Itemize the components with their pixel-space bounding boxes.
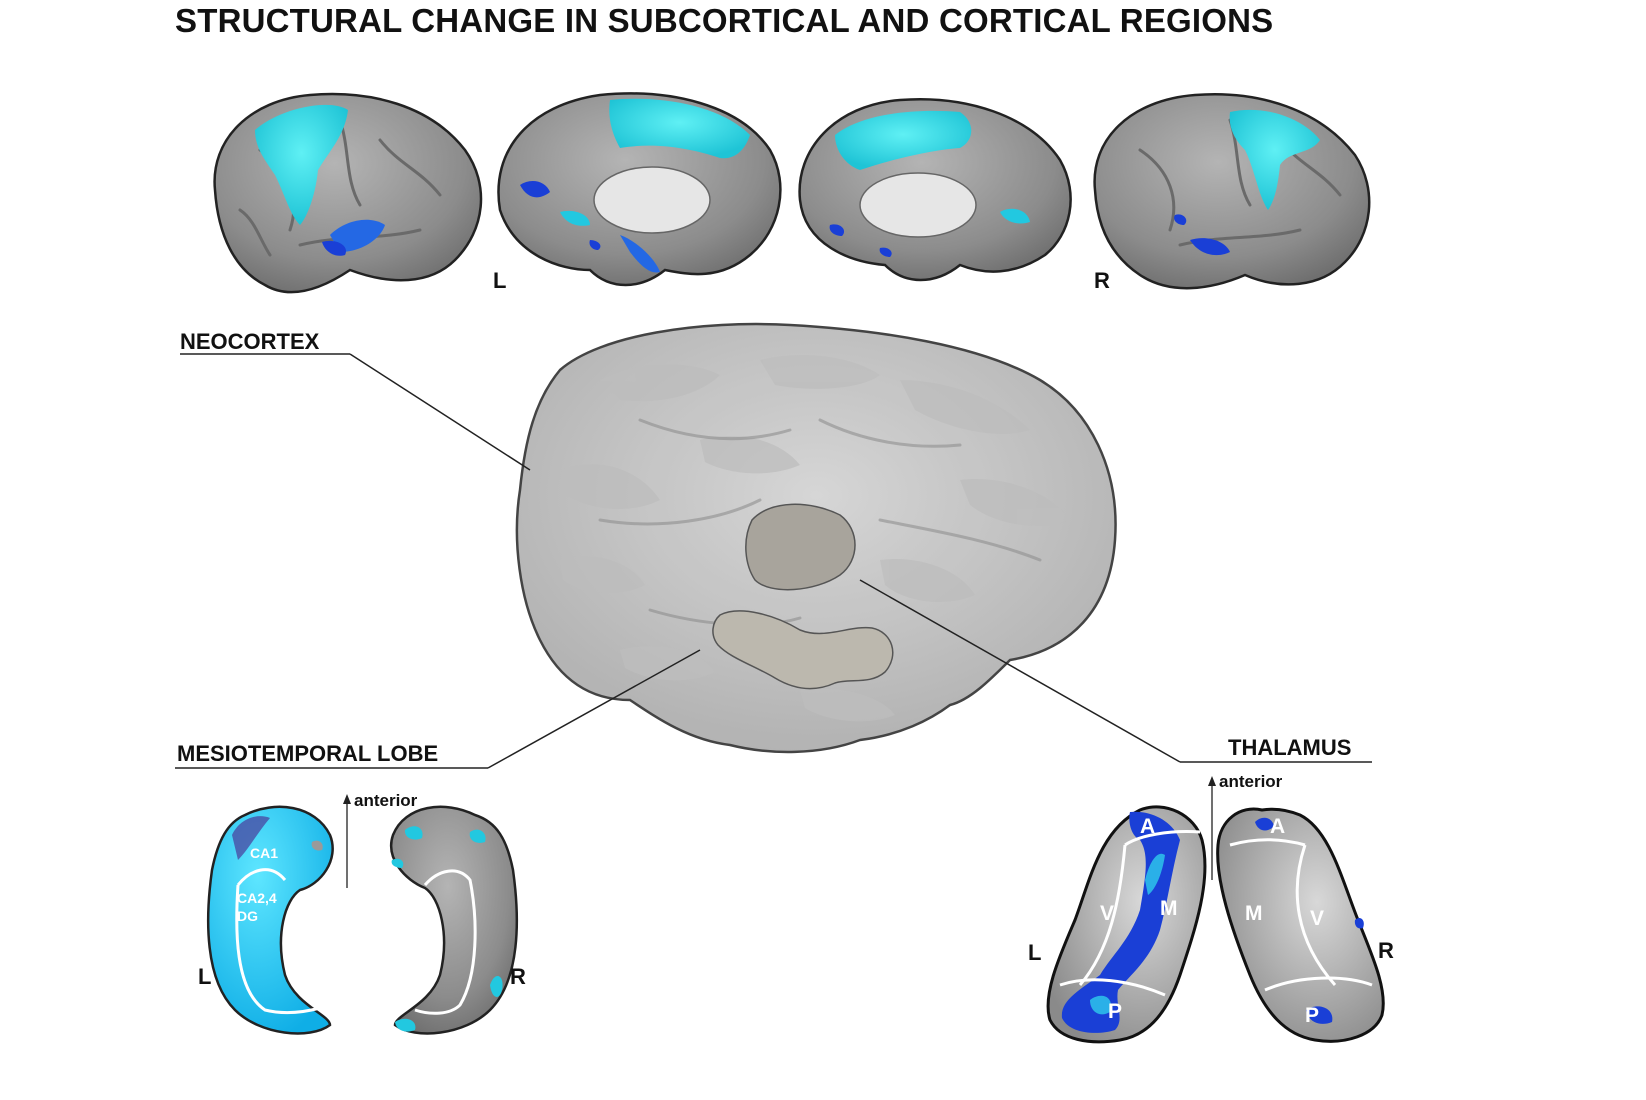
effect-cluster	[609, 98, 750, 159]
label-neocortex: NEOCORTEX	[180, 329, 320, 354]
effect-cluster	[1174, 214, 1187, 225]
effect-cluster	[589, 240, 601, 250]
effect-cluster	[490, 975, 503, 997]
nucleus-label: A	[1140, 815, 1155, 838]
thalamus-right: A M V P	[1216, 807, 1385, 1043]
effect-cluster	[1306, 1006, 1333, 1024]
cortex-left-medial	[497, 92, 782, 287]
label-ca1: CA1	[250, 845, 278, 861]
effect-cluster	[560, 210, 590, 226]
nucleus-label: P	[1108, 1000, 1122, 1023]
effect-cluster	[879, 247, 892, 257]
gyri-pattern	[560, 355, 1070, 722]
effect-cluster	[330, 219, 385, 252]
label-mesiotemporal-lobe: MESIOTEMPORAL LOBE	[177, 741, 439, 766]
effect-cluster	[829, 224, 845, 236]
figure-title: STRUCTURAL CHANGE IN SUBCORTICAL AND COR…	[175, 2, 1274, 39]
anterior-label-hippocampus: anterior	[354, 791, 418, 810]
nucleus-label: A	[1270, 815, 1285, 838]
label-ca24: CA2,4	[237, 890, 277, 906]
hippocampus-left: CA1 CA2,4 DG	[206, 805, 334, 1035]
nuclei-boundaries	[1059, 830, 1201, 997]
effect-cluster	[391, 858, 404, 868]
nucleus-label: V	[1100, 902, 1114, 925]
nuclei-boundaries	[1229, 838, 1373, 992]
thalamus-left: A V M P	[1046, 805, 1207, 1044]
nucleus-label: P	[1305, 1004, 1319, 1027]
hippocampus-model	[712, 610, 894, 690]
corpus-callosum	[859, 172, 977, 238]
cortex-right-lateral	[1093, 93, 1371, 290]
subfield-boundary	[414, 869, 477, 1015]
cortex-right-medial	[798, 98, 1072, 282]
thalamus-left-label: L	[1028, 940, 1041, 965]
cortex-left-label: L	[493, 268, 506, 293]
effect-cluster	[322, 240, 346, 256]
nucleus-label: M	[1160, 897, 1178, 920]
neocortex-leader	[349, 353, 531, 471]
subfield-boundary	[235, 868, 321, 1015]
hippocampus-right	[390, 805, 519, 1035]
hippocampus-left-label: L	[198, 964, 211, 989]
anterior-label-thalamus: anterior	[1219, 772, 1283, 791]
effect-cluster	[255, 104, 348, 225]
effect-cluster	[835, 110, 972, 170]
effect-cluster	[1354, 917, 1364, 929]
corpus-callosum	[593, 166, 711, 234]
thalamus-leader	[859, 579, 1181, 763]
thalamus-model	[745, 503, 856, 591]
central-brain	[515, 322, 1117, 754]
effect-cluster	[1229, 109, 1320, 210]
leader-lines	[175, 353, 1372, 769]
cortex-left-lateral	[213, 92, 483, 294]
cortex-right-label: R	[1094, 268, 1110, 293]
effect-cluster	[1090, 995, 1111, 1015]
nucleus-label: M	[1245, 902, 1263, 925]
effect-cluster	[1145, 853, 1165, 895]
label-thalamus: THALAMUS	[1228, 735, 1352, 760]
hippocampus-right-label: R	[510, 964, 526, 989]
effect-cluster	[469, 829, 486, 843]
effect-cluster	[620, 235, 660, 273]
label-dg: DG	[237, 908, 258, 924]
effect-cluster	[404, 826, 423, 840]
effect-cluster	[232, 816, 270, 860]
thalamus-right-label: R	[1378, 938, 1394, 963]
effect-cluster	[520, 180, 550, 198]
arrowhead	[1208, 776, 1216, 786]
effect-cluster	[1190, 238, 1230, 256]
mesiotemporal-leader	[487, 649, 701, 769]
unaffected-patch	[311, 840, 323, 851]
effect-cluster	[1255, 817, 1274, 831]
nucleus-label: V	[1310, 907, 1324, 930]
effect-cluster	[395, 1018, 416, 1032]
effect-cluster	[1000, 208, 1030, 224]
arrowhead	[343, 794, 351, 804]
